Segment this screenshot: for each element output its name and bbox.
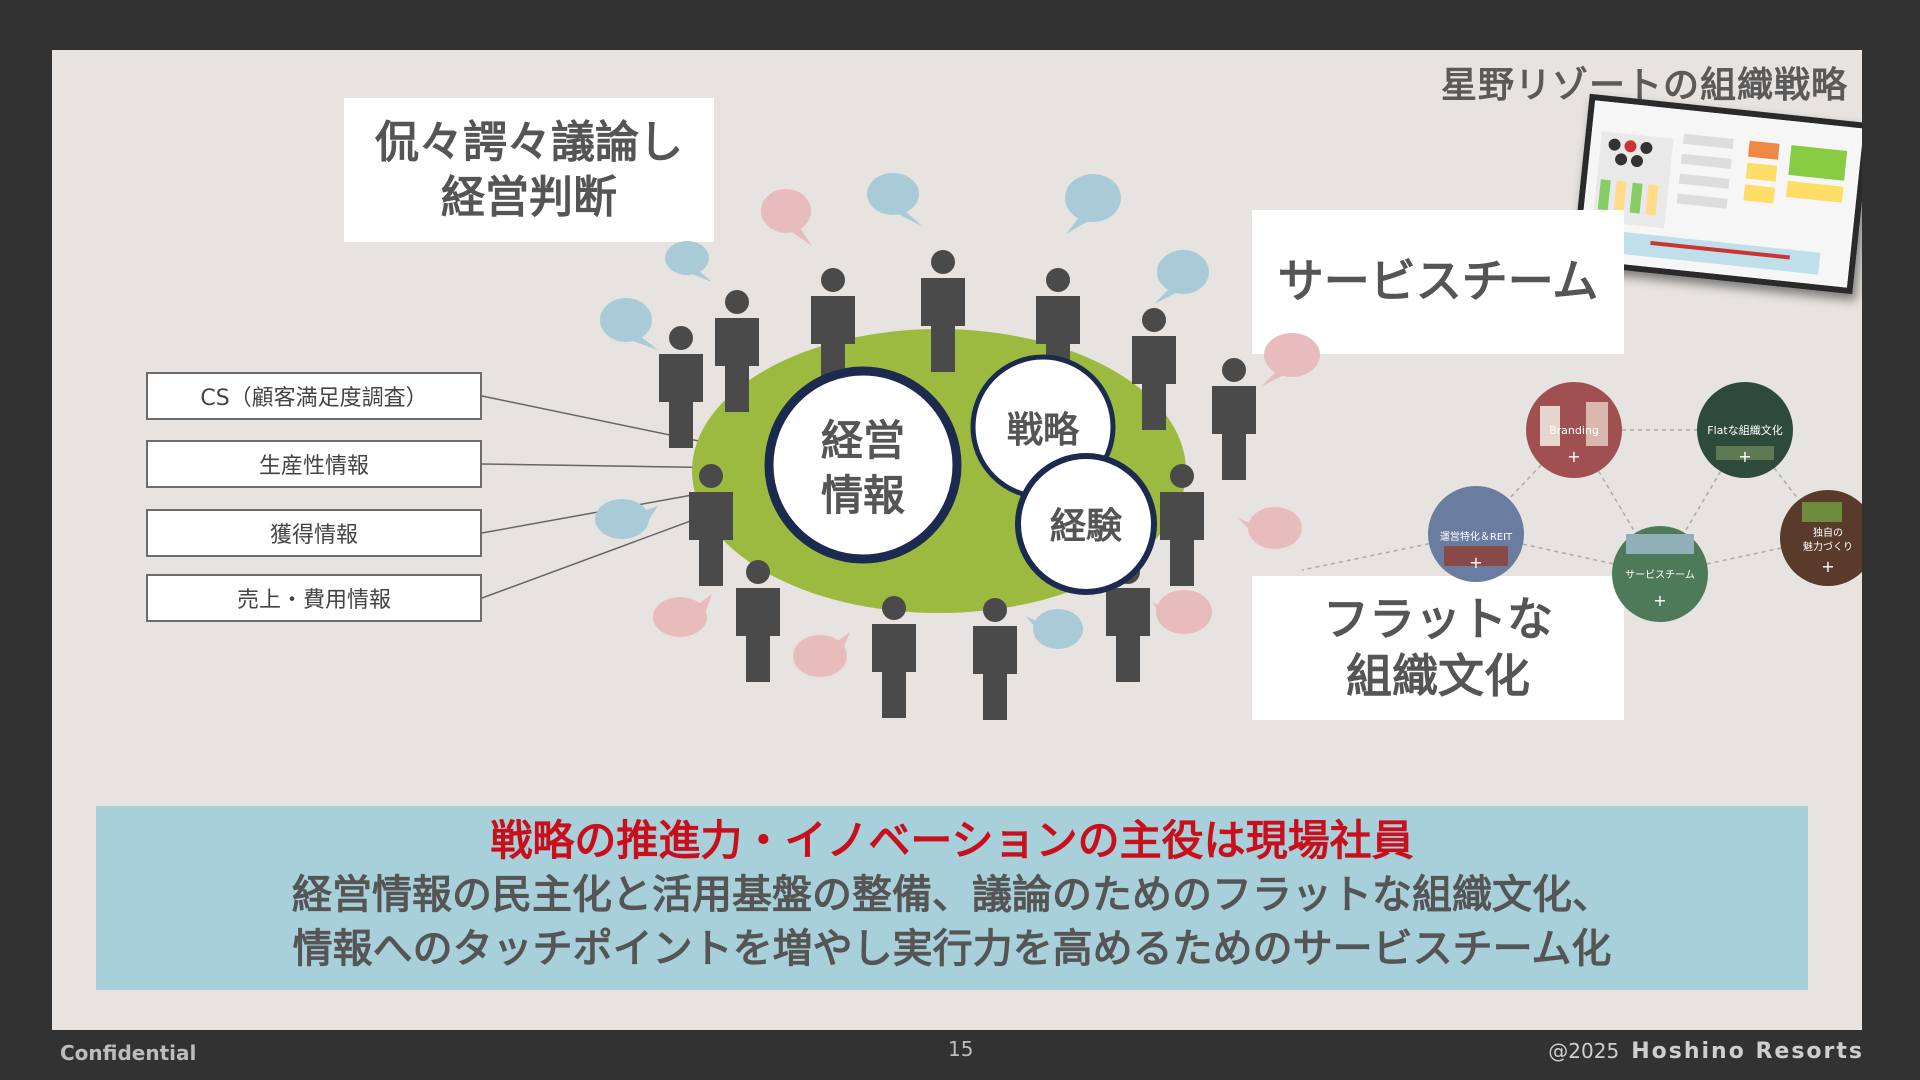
page-number: 15 [948,1037,974,1061]
callout-flat-culture: フラットな 組織文化 [1252,576,1624,720]
network-node-service-team: サービスチーム + [1612,526,1708,622]
person-icon [1212,358,1256,480]
speech-bubble-icon [1065,174,1121,234]
copyright-text: @2025 [1548,1039,1620,1063]
experience-circle [1015,453,1157,595]
info-box-acquisition: 獲得情報 [146,509,482,557]
info-box-sales-cost: 売上・費用情報 [146,574,482,622]
person-icon [872,596,916,718]
management-info-label-1: 経営 [821,416,905,465]
info-box-cs: CS（顧客満足度調査） [146,372,482,420]
node-label-service-team: サービスチーム [1625,569,1695,581]
plus-icon: + [1469,553,1482,572]
speech-bubble-icon [1026,609,1083,649]
organization-diagram: 経営 情報 戦略 経験 Branding + [481,173,1862,720]
management-info-label-2: 情報 [821,471,905,520]
strategy-label: 戦略 [1007,410,1080,451]
experience-label: 経験 [1050,506,1123,547]
node-label-flat-culture: Flatな組織文化 [1707,423,1782,437]
slide-thumbnail [1571,93,1862,295]
network-node-branding: Branding + [1526,382,1622,478]
callout-debate-decision: 侃々諤々議論し 経営判断 [344,98,714,242]
plus-icon: + [1738,447,1751,466]
slide: 星野リゾートの組織戦略 侃々諤々議論し 経営判断 サービスチーム フラットな 組… [52,50,1862,1030]
conclusion-band: 戦略の推進力・イノベーションの主役は現場社員 経営情報の民主化と活用基盤の整備、… [96,806,1808,990]
footer-confidential: Confidential [60,1041,197,1065]
speech-bubble-icon [1238,507,1302,549]
speech-bubble-icon [595,499,658,539]
speech-bubble-icon [761,189,812,246]
info-box-productivity: 生産性情報 [146,440,482,488]
speech-bubble-icon [653,594,712,637]
plus-icon: + [1567,447,1580,466]
thumbnail-graphic [1578,100,1862,288]
speech-bubble-icon [600,298,658,350]
speech-bubble-icon [1154,250,1209,304]
speech-bubbles [595,173,1320,677]
conclusion-line-2: 情報へのタッチポイントを増やし実行力を高めるためのサービスチーム化 [292,926,1612,972]
network-node-flat-culture: Flatな組織文化 + [1697,382,1793,478]
management-info-circle [764,366,962,564]
node-label-operations-reit: 運営特化＆REIT [1440,530,1513,543]
person-icon [736,560,780,682]
person-icon [973,598,1017,720]
plus-icon: + [1821,557,1834,576]
speech-bubble-icon [867,173,922,226]
conclusion-line-1: 経営情報の民主化と活用基盤の整備、議論のためのフラットな組織文化、 [292,872,1612,918]
speech-bubble-icon [1152,590,1212,634]
node-label-branding: Branding [1549,424,1599,437]
callout-service-team: サービスチーム [1252,210,1624,354]
network-node-operations-reit: 運営特化＆REIT + [1428,486,1524,582]
speech-bubble-icon [793,632,850,677]
footer-brand: @2025 Hoshino Resorts [1548,1039,1864,1064]
speech-bubble-icon [1262,333,1320,386]
conclusion-headline: 戦略の推進力・イノベーションの主役は現場社員 [490,816,1414,865]
speech-bubble-icon [665,241,712,282]
brand-logo-text: Hoshino Resorts [1631,1039,1864,1064]
node-label-unique-appeal-1: 独自の [1813,526,1843,539]
node-label-unique-appeal-2: 魅力づくり [1803,540,1853,553]
concept-network: Branding + Flatな組織文化 + 運営特化＆REIT + サービスチ… [1301,382,1862,622]
person-icon [659,326,703,448]
network-node-unique-appeal: 独自の 魅力づくり + [1780,490,1862,586]
plus-icon: + [1653,591,1666,610]
